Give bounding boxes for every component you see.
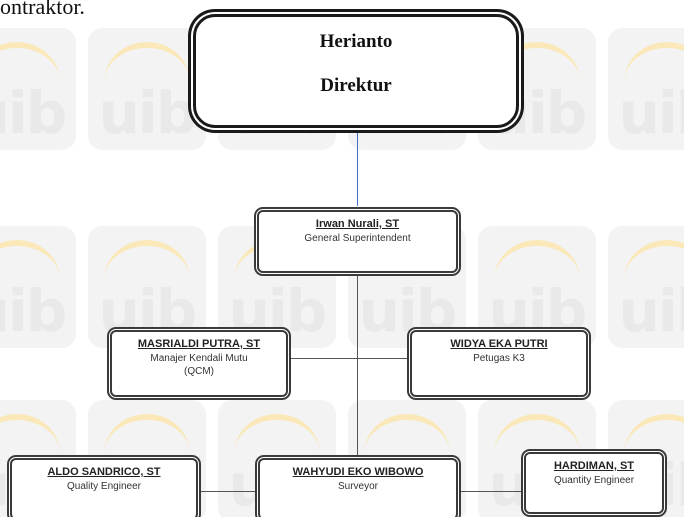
- surveyor-box: WAHYUDI EKO WIBOWO Surveyor: [258, 458, 458, 517]
- quantity-engineer-box: HARDIMAN, ST Quantity Engineer: [524, 452, 664, 514]
- k3-role: Petugas K3: [473, 353, 525, 364]
- surveyor-role: Surveyor: [337, 481, 378, 492]
- quantity-engineer-name: HARDIMAN, ST: [553, 460, 635, 472]
- connector-quality-surveyor: [198, 491, 258, 492]
- connector-director-superintendent: [357, 129, 358, 206]
- quality-engineer-name: ALDO SANDRICO, ST: [47, 466, 161, 478]
- superintendent-box: Irwan Nurali, ST General Superintendent: [257, 210, 458, 273]
- quality-engineer-role: Quality Engineer: [67, 481, 141, 492]
- k3-box: WIDYA EKA PUTRI Petugas K3: [410, 330, 588, 397]
- watermark-tile: uib: [0, 28, 76, 150]
- connector-vertical-main: [357, 276, 358, 459]
- watermark-tile: uib: [0, 226, 76, 348]
- watermark-tile: uib: [478, 226, 596, 348]
- qcm-name: MASRIALDI PUTRA, ST: [137, 338, 261, 350]
- connector-qcm-k3: [289, 358, 409, 359]
- director-name: Herianto: [319, 31, 393, 52]
- qcm-role: Manajer Kendali Mutu (QCM): [150, 353, 248, 377]
- superintendent-role: General Superintendent: [304, 233, 411, 244]
- director-role: Direktur: [320, 75, 392, 96]
- watermark-tile: uib: [608, 226, 684, 348]
- k3-name: WIDYA EKA PUTRI: [450, 338, 548, 350]
- watermark-tile: uib: [608, 28, 684, 150]
- surveyor-name: WAHYUDI EKO WIBOWO: [292, 466, 424, 478]
- qcm-box: MASRIALDI PUTRA, ST Manajer Kendali Mutu…: [110, 330, 288, 397]
- director-box: Herianto Direktur: [193, 14, 519, 128]
- quantity-engineer-role: Quantity Engineer: [553, 475, 635, 486]
- quality-engineer-box: ALDO SANDRICO, ST Quality Engineer: [10, 458, 198, 517]
- paragraph-fragment: ontraktor.: [0, 0, 85, 19]
- watermark-tile: uib: [88, 28, 206, 150]
- connector-surveyor-quantity: [458, 491, 524, 492]
- superintendent-name: Irwan Nurali, ST: [315, 218, 400, 230]
